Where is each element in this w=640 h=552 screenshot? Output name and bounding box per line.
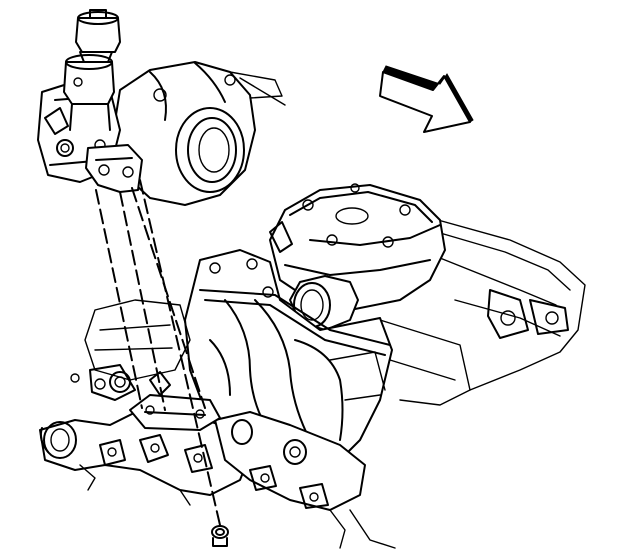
- mounting-bracket-upper: [85, 144, 143, 193]
- mounting-bracket-lower: [129, 394, 221, 431]
- direction-arrow-icon: [379, 65, 474, 133]
- exhaust-manifold: [39, 409, 251, 506]
- alignment-lines: [95, 179, 221, 526]
- bolt: [211, 525, 229, 547]
- wastegate-actuator: [63, 9, 121, 131]
- engine-block: [349, 214, 586, 549]
- cylinder-head-left: [70, 299, 191, 401]
- exhaust-manifold-right: [214, 411, 366, 549]
